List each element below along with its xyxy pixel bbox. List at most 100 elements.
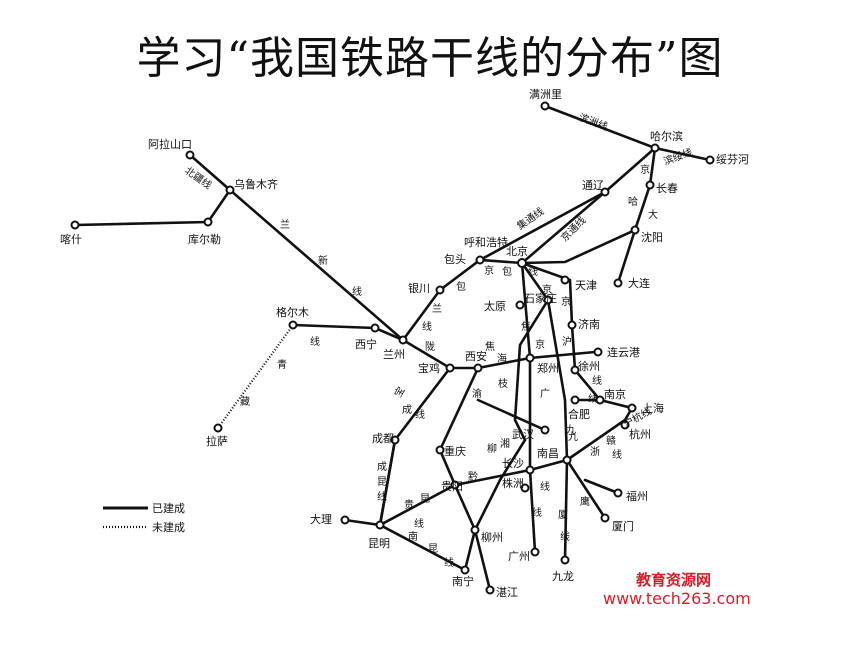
city-label-huhehaote: 呼和浩特 bbox=[464, 235, 508, 249]
city-label-chongqing: 重庆 bbox=[444, 444, 466, 458]
node-guiyang bbox=[450, 480, 460, 490]
city-label-jinan: 济南 bbox=[578, 317, 600, 331]
rail-zhegan bbox=[565, 406, 634, 462]
city-label-liuzhou: 柳州 bbox=[481, 530, 503, 544]
city-label-baotou: 包头 bbox=[444, 253, 466, 266]
node-wuhan bbox=[540, 425, 550, 435]
city-label-kunming: 昆明 bbox=[368, 537, 390, 550]
city-label-lasa: 拉萨 bbox=[206, 434, 228, 448]
node-alashankou bbox=[185, 150, 195, 160]
line-label: 赣 bbox=[606, 434, 616, 447]
line-label: 线 bbox=[540, 480, 550, 493]
line-label: 渝 bbox=[472, 387, 482, 400]
node-xining bbox=[370, 323, 380, 333]
rail-shenda bbox=[616, 228, 637, 285]
city-label-jiulong: 九龙 bbox=[552, 570, 574, 583]
line-label: 线 bbox=[592, 374, 602, 387]
rail-jingtong bbox=[520, 190, 607, 265]
rail-xiyu bbox=[438, 366, 480, 487]
city-label-chengdu: 成都 bbox=[372, 432, 394, 445]
line-label: 宝 bbox=[391, 384, 407, 399]
node-beijing bbox=[517, 258, 527, 268]
node-xian bbox=[473, 363, 483, 373]
city-label-xuzhou: 徐州 bbox=[578, 359, 600, 373]
node-haerbin bbox=[650, 143, 660, 153]
city-label-shijiazhuang: 石家庄 bbox=[524, 291, 557, 305]
node-hangzhou bbox=[620, 420, 630, 430]
line-label: 昆 bbox=[420, 493, 430, 505]
line-label: 成 bbox=[402, 404, 412, 416]
line-label: 大 bbox=[648, 208, 658, 221]
city-label-alashankou: 阿拉山口 bbox=[148, 137, 192, 151]
line-label: 沪 bbox=[562, 335, 572, 348]
city-label-geermu: 格尔木 bbox=[276, 305, 309, 319]
rail-qingzang-planned bbox=[217, 324, 294, 429]
node-nanchang bbox=[562, 455, 572, 465]
line-label: 线 bbox=[528, 265, 538, 278]
line-label: 线 bbox=[377, 490, 387, 503]
node-lanzhou bbox=[398, 335, 408, 345]
line-label: 厦 bbox=[558, 509, 568, 521]
node-changsha bbox=[525, 465, 535, 475]
line-label: 海 bbox=[497, 352, 507, 365]
line-label: 线 bbox=[532, 506, 542, 519]
rail-jiaozhi bbox=[513, 298, 550, 442]
city-label-xiamen: 厦门 bbox=[612, 519, 634, 533]
line-label: 昆 bbox=[377, 476, 387, 488]
city-nodes bbox=[70, 101, 715, 595]
line-label: 兰 bbox=[280, 218, 290, 231]
rail-binsui bbox=[653, 146, 712, 162]
line-label: 滨绥线 bbox=[662, 145, 695, 167]
node-shijiazhuang bbox=[543, 295, 553, 305]
line-label: 藏 bbox=[240, 396, 250, 408]
line-label: 柳 bbox=[487, 442, 497, 455]
city-label-wuhan: 武汉 bbox=[512, 428, 534, 441]
rail-chengkun bbox=[343, 438, 397, 527]
city-label-wulumuqi: 乌鲁木齐 bbox=[234, 177, 278, 191]
node-liuzhou bbox=[470, 525, 480, 535]
node-manzhouli bbox=[540, 101, 550, 111]
node-jinan bbox=[567, 320, 577, 330]
line-label: 线 bbox=[310, 335, 320, 348]
city-label-xian: 西安 bbox=[465, 349, 487, 363]
rail-fuzhou bbox=[583, 478, 620, 495]
node-guangzhou bbox=[530, 547, 540, 557]
line-label: 哈 bbox=[628, 195, 638, 208]
node-lianyungang bbox=[593, 347, 603, 357]
rail-jitong-2 bbox=[478, 190, 607, 262]
line-label: 鹰 bbox=[580, 495, 590, 508]
city-label-haerbin: 哈尔滨 bbox=[650, 129, 683, 143]
city-label-changsha: 长沙 bbox=[502, 457, 524, 470]
city-label-shenyang: 沈阳 bbox=[641, 230, 663, 244]
legend-planned-label: 未建成 bbox=[152, 520, 185, 534]
line-label: 湘 bbox=[500, 437, 510, 450]
node-xiamen bbox=[600, 513, 610, 523]
line-label: 兰 bbox=[432, 302, 442, 315]
city-label-zhanjiang: 湛江 bbox=[496, 586, 518, 599]
line-label: 陇 bbox=[425, 340, 435, 353]
city-label-dalian: 大连 bbox=[628, 276, 650, 290]
line-label: 线 bbox=[560, 530, 570, 543]
city-label-zhengzhou: 郑州 bbox=[537, 361, 559, 375]
rail-lanxin bbox=[228, 188, 405, 342]
line-label: 青 bbox=[277, 358, 287, 371]
line-label: 线 bbox=[415, 408, 425, 421]
node-hefei bbox=[570, 395, 580, 405]
city-label-tianjin: 天津 bbox=[575, 279, 597, 292]
legend-built-label: 已建成 bbox=[152, 501, 185, 515]
node-jiulong bbox=[560, 555, 570, 565]
node-taiyuan bbox=[515, 300, 525, 310]
watermark-url[interactable]: www.tech263.com bbox=[603, 589, 751, 608]
city-label-kashi: 喀什 bbox=[60, 233, 82, 246]
city-label-taiyuan: 太原 bbox=[484, 300, 506, 313]
city-label-shanghai: 上海 bbox=[642, 401, 664, 415]
city-label-guiyang: 贵阳 bbox=[441, 480, 463, 493]
node-zhuzhou bbox=[520, 483, 530, 493]
node-zhengzhou bbox=[525, 353, 535, 363]
city-label-lanzhou: 兰州 bbox=[383, 348, 405, 361]
city-label-changchun: 长春 bbox=[656, 182, 678, 195]
line-label: 线 bbox=[588, 392, 598, 405]
line-label: 线 bbox=[352, 285, 362, 298]
node-nanjing bbox=[595, 395, 605, 405]
line-label: 线 bbox=[612, 448, 622, 461]
